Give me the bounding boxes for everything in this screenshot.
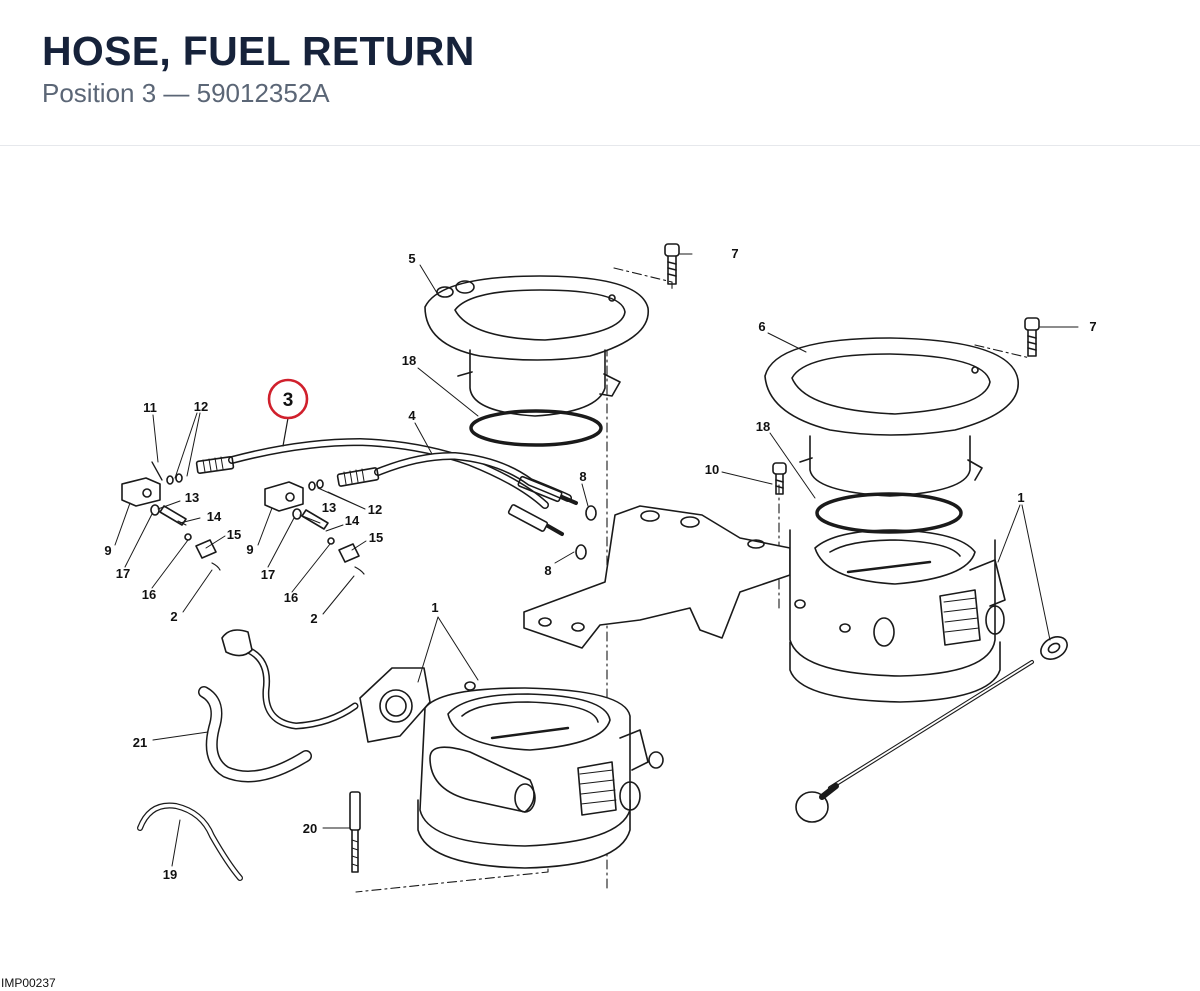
callout-label: 13: [185, 490, 199, 505]
callout-label: 6: [758, 319, 765, 334]
part-7-bolt-upper: [664, 243, 680, 285]
part-8-washer-lower: [575, 544, 587, 560]
part-6-intake-funnel: [764, 337, 1019, 497]
vacuum-hose: [221, 629, 359, 730]
callout-label: 16: [142, 587, 156, 602]
throttle-body-gasket: [359, 667, 431, 743]
callout-labels: 5 7 7 6 18 18 11 12 4 8 8 10 1 13 13 14 …: [104, 246, 1096, 882]
callout-label: 11: [143, 400, 157, 415]
callout-label: 20: [303, 821, 317, 836]
callout-label: 1: [1017, 490, 1024, 505]
callout-label: 10: [705, 462, 719, 477]
callout-label: 18: [756, 419, 770, 434]
callout-label: 14: [345, 513, 360, 528]
callout-label: 13: [322, 500, 336, 515]
part-7-bolt-right: [1024, 317, 1040, 357]
callout-label: 15: [369, 530, 383, 545]
callout-label: 17: [261, 567, 275, 582]
callout-label: 2: [170, 609, 177, 624]
callout-label: 12: [368, 502, 382, 517]
part-20-stud: [349, 791, 361, 873]
page-header: HOSE, FUEL RETURN Position 3 — 59012352A: [0, 0, 1200, 146]
callout-label: 19: [163, 867, 177, 882]
callout-label: 2: [310, 611, 317, 626]
page-subtitle: Position 3 — 59012352A: [42, 78, 330, 108]
part-3-fuel-return-hose: [195, 438, 564, 536]
left-fitting-assembly: [121, 461, 221, 571]
callout-label: 8: [544, 563, 551, 578]
callout-label: 16: [284, 590, 298, 605]
callout-label: 21: [133, 735, 147, 750]
highlight-marker-label: 3: [283, 390, 294, 411]
part-4-fuel-hose: [336, 451, 578, 505]
part-1-throttle-body-right: [789, 529, 1006, 703]
callout-label: 18: [402, 353, 416, 368]
part-21-bent-hose: [198, 686, 312, 783]
callout-label: 4: [408, 408, 416, 423]
callout-label: 9: [246, 542, 253, 557]
part-18-o-ring-left: [469, 409, 603, 447]
highlight-marker: 3: [267, 378, 309, 420]
callout-label: 17: [116, 566, 130, 581]
callout-label: 12: [194, 399, 208, 414]
page-title: HOSE, FUEL RETURN: [42, 28, 475, 74]
part-19-drain-tube: [137, 802, 243, 881]
callout-label: 15: [227, 527, 241, 542]
exploded-parts-diagram: 3 5 7 7 6 18 18 11 12 4 8 8 10 1 13 13 1…: [104, 243, 1097, 893]
highlight-leader-line: [282, 417, 289, 447]
part-10-bolt: [772, 462, 787, 495]
callout-label: 1: [431, 600, 438, 615]
callout-label: 14: [207, 509, 222, 524]
callout-label: 9: [104, 543, 111, 558]
part-8-washer-upper: [585, 505, 597, 521]
throttle-linkage-rod: [795, 636, 1068, 823]
part-1-throttle-body-lower: [417, 681, 664, 869]
callout-label: 5: [408, 251, 415, 266]
middle-fitting-assembly: [264, 479, 365, 575]
part-18-o-ring-right: [815, 492, 963, 534]
image-code: IMP00237: [1, 976, 56, 990]
part-5-intake-funnel: [424, 275, 649, 417]
callout-label: 7: [731, 246, 738, 261]
central-mounting-bracket: [523, 505, 791, 649]
callout-label: 8: [579, 469, 586, 484]
callout-leader-lines: [114, 253, 1079, 867]
callout-label: 7: [1089, 319, 1096, 334]
